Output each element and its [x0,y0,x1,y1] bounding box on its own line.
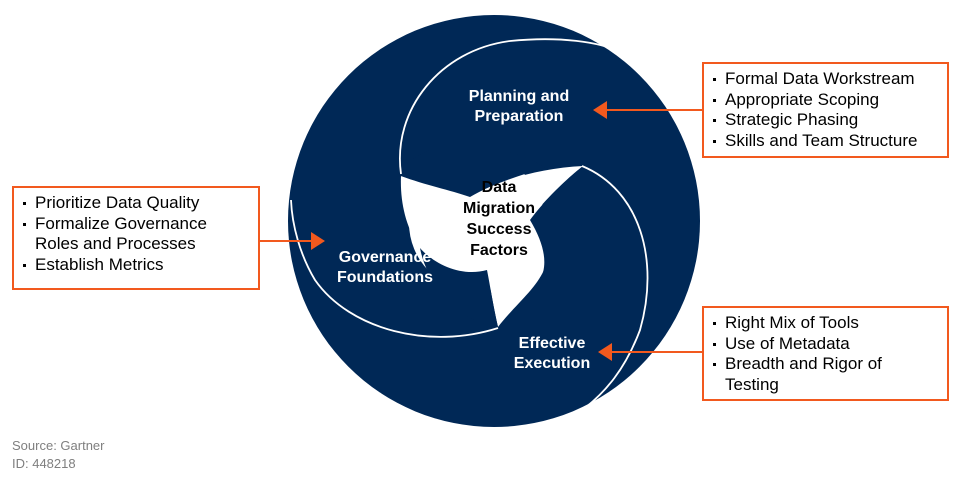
swirl-planning [401,146,545,197]
list-item-continuation: Testing [725,374,779,394]
callout-governance-list: Prioritize Data Quality Formalize Govern… [20,193,252,275]
callout-execution: Right Mix of Tools Use of Metadata Bread… [702,306,949,401]
arrowhead-planning [593,101,607,119]
arrowhead-governance [311,232,325,250]
callout-planning: Formal Data Workstream Appropriate Scopi… [702,62,949,158]
center-disc [409,155,545,291]
center-title-line1: Data [481,179,517,196]
list-item: Use of Metadata [710,334,941,355]
list-item: Strategic Phasing [710,110,941,131]
center-title-line3: Success [466,221,532,238]
callout-planning-list: Formal Data Workstream Appropriate Scopi… [710,69,941,151]
list-item: Formalize Governance [20,214,252,235]
segment-label-execution-line2: Execution [513,355,591,372]
divider-curve-top [399,38,621,175]
segment-label-governance-line1: Governance [338,249,432,266]
segment-label-planning: Planning and Preparation [455,87,583,127]
segment-label-planning-line1: Planning and [468,88,570,105]
segment-label-execution: Effective Execution [497,334,607,374]
swirl-execution [530,166,583,280]
source-text: Source: Gartner [12,438,105,453]
callout-execution-list: Right Mix of Tools Use of Metadata Bread… [710,313,941,395]
callout-governance: Prioritize Data Quality Formalize Govern… [12,186,260,290]
list-item-continuation: Roles and Processes [35,234,196,253]
list-item: Skills and Team Structure [710,131,941,152]
segment-label-governance-line2: Foundations [337,269,433,286]
list-item: Formal Data Workstream [710,69,941,90]
list-item: Appropriate Scoping [710,90,941,111]
center-title-line2: Migration [463,200,535,217]
segment-label-governance: Governance Foundations [322,248,448,288]
divider-curve-left [290,199,499,338]
center-title: Data Migration Success Factors [444,177,554,261]
list-item: Breadth and Rigor of [710,354,941,375]
center-title-line4: Factors [470,242,528,259]
document-id: ID: 448218 [12,456,76,471]
list-item: Prioritize Data Quality [20,193,252,214]
arrowhead-execution [598,343,612,361]
swirl-governance [420,248,498,327]
list-item: Right Mix of Tools [710,313,941,334]
segment-label-planning-line2: Preparation [474,108,564,125]
segment-label-execution-line1: Effective [518,335,586,352]
divider-curve-right [581,165,649,409]
list-item: Establish Metrics [20,255,252,276]
